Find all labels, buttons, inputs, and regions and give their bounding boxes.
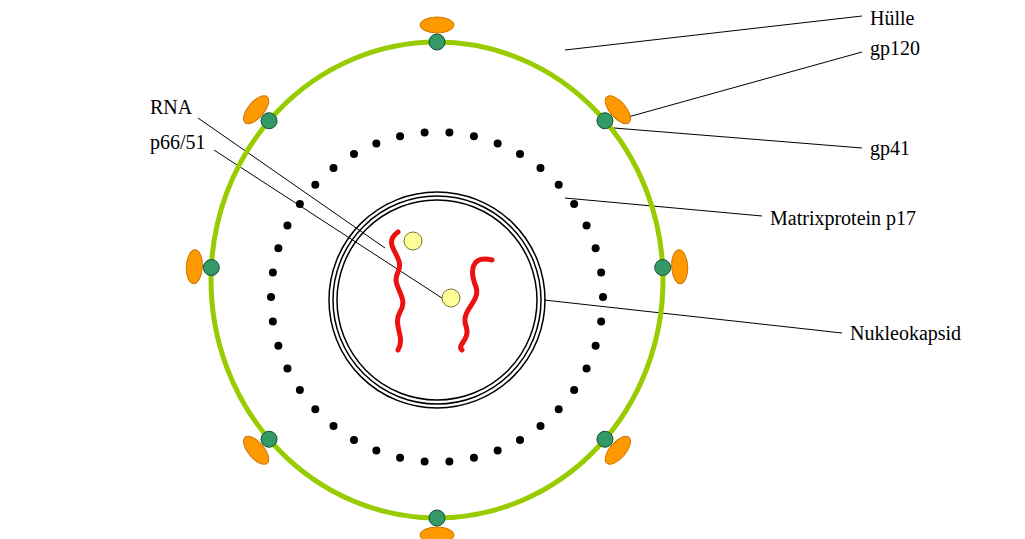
- spike: [185, 249, 219, 284]
- matrix-dot: [396, 132, 404, 140]
- matrix-dot: [599, 293, 607, 301]
- matrix-dot: [583, 221, 591, 229]
- enzyme-dot: [442, 289, 460, 307]
- spike: [420, 17, 454, 50]
- matrix-dot: [583, 365, 591, 373]
- matrix-dot: [396, 454, 404, 462]
- matrix-dot: [592, 244, 600, 252]
- part-label: gp41: [870, 136, 910, 160]
- matrix-dot: [470, 454, 478, 462]
- spike: [655, 249, 689, 284]
- matrix-dot: [555, 405, 563, 413]
- leader-line: [614, 128, 862, 148]
- part-label: p66/51: [150, 130, 206, 154]
- matrix-dot: [274, 342, 282, 350]
- matrix-dot: [311, 181, 319, 189]
- matrix-dot: [494, 447, 502, 455]
- matrix-dot: [296, 200, 304, 208]
- matrix-dot: [555, 181, 563, 189]
- matrix-dot: [269, 268, 277, 276]
- matrix-dot: [311, 405, 319, 413]
- gp120-knob: [420, 17, 454, 33]
- matrix-dot: [570, 200, 578, 208]
- matrix-dot: [445, 128, 453, 136]
- spike: [597, 431, 635, 468]
- matrix-dot: [597, 268, 605, 276]
- gp41-stem: [597, 113, 613, 129]
- gp41-stem: [597, 431, 613, 447]
- matrix-dot: [421, 458, 429, 466]
- matrix-dot: [350, 150, 358, 158]
- gp41-stem: [203, 260, 219, 276]
- leader-line: [565, 198, 762, 216]
- leader-line: [628, 52, 862, 117]
- leader-line: [565, 16, 862, 50]
- rna-strand: [461, 259, 492, 350]
- matrix-dot: [445, 458, 453, 466]
- matrix-dot: [470, 132, 478, 140]
- matrix-dot: [283, 365, 291, 373]
- matrix-dot: [536, 164, 544, 172]
- matrix-dot: [570, 386, 578, 394]
- leader-line: [214, 150, 445, 300]
- matrix-dot: [274, 244, 282, 252]
- part-label: Nukleokapsid: [850, 321, 961, 345]
- matrix-dot: [267, 293, 275, 301]
- matrix-dot: [372, 139, 380, 147]
- gp41-stem: [429, 34, 445, 50]
- part-label: Hülle: [870, 6, 914, 30]
- spike: [420, 510, 454, 539]
- gp120-knob: [671, 249, 689, 284]
- matrix-dot: [516, 436, 524, 444]
- part-label: Matrixprotein p17: [770, 206, 916, 230]
- rna-strand: [392, 232, 403, 350]
- matrix-dot: [330, 164, 338, 172]
- matrix-dot: [372, 447, 380, 455]
- part-label: gp120: [870, 36, 920, 60]
- gp120-knob: [420, 527, 454, 539]
- spike: [239, 92, 277, 129]
- capsid-ring: [337, 200, 537, 400]
- part-label: RNA: [150, 95, 192, 119]
- spike: [597, 92, 635, 129]
- matrix-dot: [350, 436, 358, 444]
- gp41-stem: [261, 431, 277, 447]
- matrix-dot: [269, 318, 277, 326]
- matrix-dot: [330, 422, 338, 430]
- matrix-dot: [592, 342, 600, 350]
- gp41-stem: [429, 510, 445, 526]
- matrix-dot: [421, 128, 429, 136]
- capsid-ring: [333, 196, 541, 404]
- leader-line: [544, 300, 842, 333]
- enzyme-dot: [404, 232, 422, 250]
- gp41-stem: [655, 260, 671, 276]
- matrix-dot: [494, 139, 502, 147]
- matrix-dot: [283, 221, 291, 229]
- matrix-dot: [516, 150, 524, 158]
- envelope-ring: [211, 42, 663, 518]
- spike: [239, 431, 277, 468]
- matrix-dot: [296, 386, 304, 394]
- gp120-knob: [185, 249, 203, 284]
- matrix-dot: [597, 318, 605, 326]
- matrix-dot: [536, 422, 544, 430]
- gp41-stem: [261, 113, 277, 129]
- capsid-ring: [329, 192, 545, 408]
